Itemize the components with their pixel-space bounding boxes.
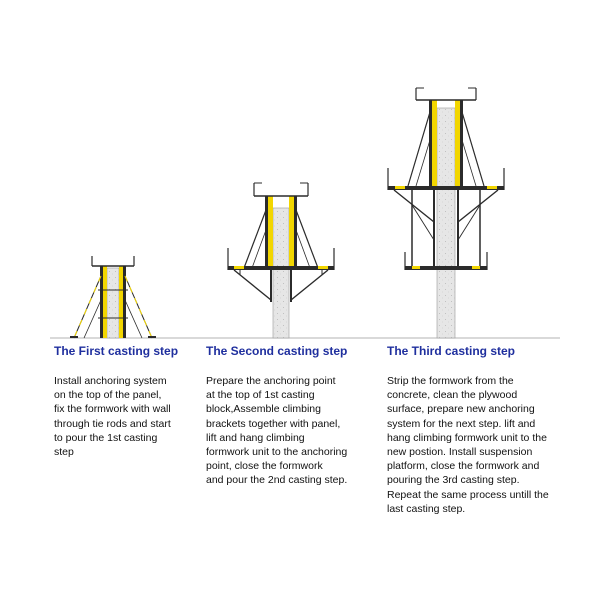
wall-concrete bbox=[106, 267, 120, 339]
climbing-bracket-platform bbox=[487, 186, 497, 189]
wall-concrete bbox=[436, 107, 456, 339]
base-plate bbox=[148, 336, 156, 338]
first-casting-step-illustration bbox=[70, 256, 156, 339]
formwork-panel bbox=[119, 266, 123, 338]
steel-waler bbox=[123, 266, 126, 338]
climbing-bracket-platform bbox=[318, 266, 328, 269]
bracket-strut bbox=[457, 189, 499, 223]
adjustment-brace bbox=[461, 139, 477, 187]
climbing-bracket-platform bbox=[388, 186, 504, 190]
adjustment-brace bbox=[461, 111, 485, 187]
third-step-description: Strip the formwork from the concrete, cl… bbox=[387, 375, 549, 515]
first-step-title: The First casting step bbox=[54, 344, 179, 358]
second-step-title: The Second casting step bbox=[206, 344, 348, 358]
adjustment-brace bbox=[243, 209, 267, 269]
second-step-description: Prepare the anchoring point at the top o… bbox=[206, 375, 348, 487]
adjustment-brace bbox=[251, 229, 267, 269]
suspension-platform bbox=[412, 266, 420, 269]
steel-waler bbox=[100, 266, 103, 338]
first-step-description: Install anchoring system on the top of t… bbox=[54, 375, 171, 459]
third-casting-step-illustration bbox=[387, 87, 505, 339]
adjustment-brace bbox=[295, 229, 311, 269]
climbing-bracket-platform bbox=[234, 266, 244, 269]
push-pull-prop bbox=[124, 275, 153, 339]
steel-waler bbox=[460, 100, 463, 190]
suspension-diagonal bbox=[457, 204, 481, 241]
adjustment-brace bbox=[415, 139, 431, 187]
push-pull-prop bbox=[73, 275, 102, 339]
suspension-diagonal bbox=[411, 204, 435, 241]
steel-waler bbox=[429, 100, 432, 190]
second-casting-step-illustration bbox=[227, 182, 335, 339]
steel-waler bbox=[294, 196, 297, 270]
formwork-panel bbox=[268, 196, 273, 270]
adjustment-brace bbox=[407, 111, 431, 187]
base-plate bbox=[70, 336, 78, 338]
third-step-title: The Third casting step bbox=[387, 344, 516, 358]
formwork-panel bbox=[455, 100, 460, 190]
steel-waler bbox=[265, 196, 268, 270]
bracket-strut bbox=[393, 189, 435, 223]
suspension-platform bbox=[405, 266, 487, 270]
formwork-panel bbox=[103, 266, 107, 338]
formwork-panel bbox=[289, 196, 294, 270]
push-pull-prop bbox=[83, 299, 102, 339]
climbing-bracket-platform bbox=[228, 266, 334, 270]
push-pull-prop bbox=[124, 299, 143, 339]
climbing-bracket-platform bbox=[395, 186, 405, 189]
adjustment-brace bbox=[295, 209, 319, 269]
suspension-platform bbox=[472, 266, 480, 269]
formwork-panel bbox=[432, 100, 437, 190]
wall-concrete bbox=[272, 207, 290, 339]
